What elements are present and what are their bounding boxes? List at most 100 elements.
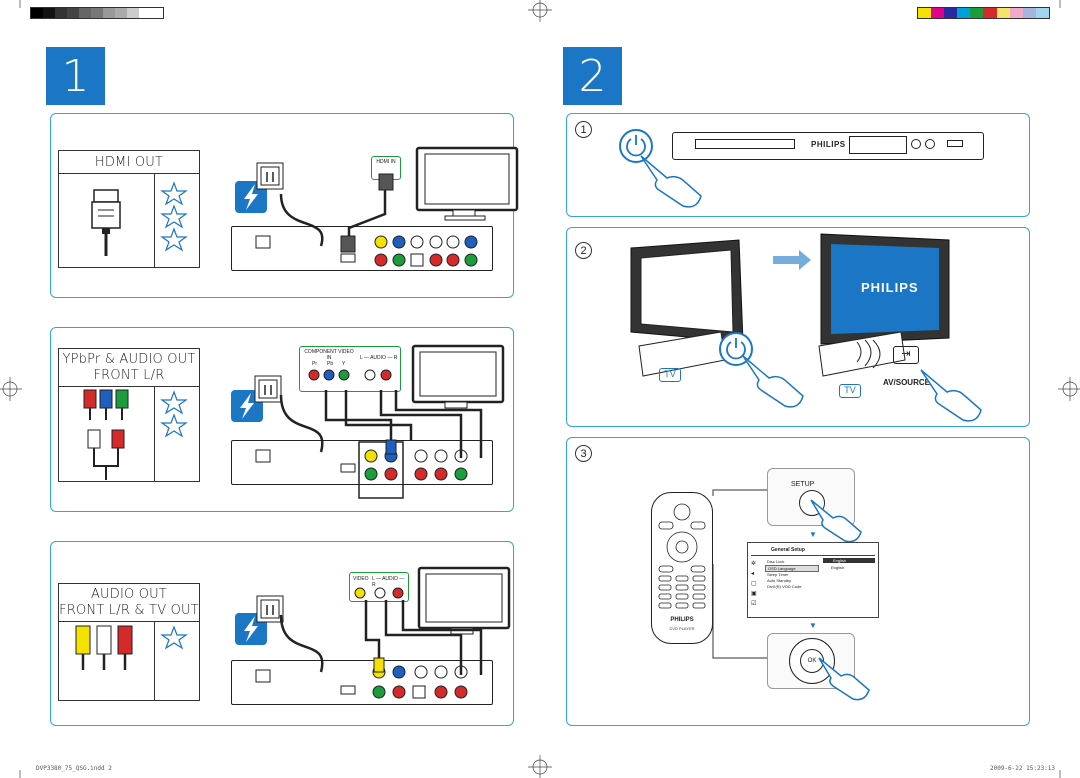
wall-socket-icon-2 xyxy=(254,375,282,403)
remote-brand: PHILIPS xyxy=(670,617,694,623)
menu-option-selected[interactable]: English xyxy=(823,558,875,563)
source-input-icon[interactable]: ⇥ xyxy=(893,346,919,364)
callout-lines xyxy=(712,489,767,659)
panel-hdmi-connection: HDMI OUT HDMI IN xyxy=(50,113,519,298)
tv-icon xyxy=(415,146,519,221)
substep-1-badge: 1 xyxy=(575,121,592,138)
hand-pointer-icon xyxy=(640,155,702,208)
component-video-in-label: COMPONENT VIDEO IN xyxy=(304,349,354,361)
tv-icon-2 xyxy=(411,344,505,409)
hdmi-cable xyxy=(279,173,394,253)
step-2-badge: 2 xyxy=(563,47,622,105)
color-swatch xyxy=(957,8,971,18)
tv-button[interactable]: TV xyxy=(659,368,681,382)
setup-button-callout xyxy=(767,468,855,526)
composite-video-label: VIDEO xyxy=(353,576,369,582)
tv-button-2[interactable]: TV xyxy=(839,384,861,398)
tv-screen-brand: PHILIPS xyxy=(861,280,919,295)
player-back-panel-2 xyxy=(231,440,493,485)
component-pb-label: Pb xyxy=(327,361,334,367)
setup-menu-title: General Setup xyxy=(771,547,805,553)
bolt-glyph-icon xyxy=(244,184,258,210)
back-panel-connectors-3 xyxy=(255,665,468,699)
player-display xyxy=(849,136,907,154)
arrow-down-icon-2: ▼ xyxy=(809,621,817,630)
calibration-bar-colors xyxy=(917,7,1050,19)
calibration-bar-grays xyxy=(30,7,164,19)
hand-pointer-icon-2 xyxy=(742,355,804,408)
component-label-box: YPbPr & AUDIO OUT FRONT L/R xyxy=(58,348,200,482)
component-audio-label: L — AUDIO — R xyxy=(360,355,398,361)
wall-socket-icon xyxy=(256,162,284,190)
menu-item-osd-language[interactable]: OSD Language xyxy=(765,565,819,572)
panel-component-connection: YPbPr & AUDIO OUT FRONT L/R COMPONENT VI… xyxy=(50,327,514,512)
component-pr-label: Pr xyxy=(312,361,317,367)
tv-icon-3 xyxy=(417,566,511,635)
component-title-line1: YPbPr & AUDIO OUT xyxy=(62,352,196,367)
panel-composite-connection: AUDIO OUT FRONT L/R & TV OUT VIDEO L — A… xyxy=(50,541,514,726)
power-icon xyxy=(626,135,646,157)
quality-stars-icon xyxy=(160,181,188,252)
composite-title-line1: AUDIO OUT xyxy=(90,587,168,602)
substep-3-badge: 3 xyxy=(575,445,592,462)
power-icon-2 xyxy=(726,338,746,360)
menu-item-divx-code[interactable]: DivX(R) VOD Code xyxy=(767,584,802,589)
panel-power-on-player: 1 PHILIPS xyxy=(566,113,1030,217)
composite-input-panel: VIDEO L — AUDIO — R xyxy=(349,572,409,602)
hand-pointer-icon-3 xyxy=(920,369,982,422)
menu-item-sleep-timer[interactable]: Sleep Timer xyxy=(767,572,789,577)
player-power-button[interactable] xyxy=(619,129,653,163)
quality-stars-icon-2 xyxy=(160,390,188,438)
color-swatch xyxy=(931,8,945,18)
player-disc-tray xyxy=(695,139,795,149)
color-swatch xyxy=(944,8,958,18)
arrow-down-icon: ▼ xyxy=(809,530,817,539)
component-input-panel: COMPONENT VIDEO IN L — AUDIO — R Pr Pb Y xyxy=(299,346,401,392)
tv-remote-icon-2 xyxy=(818,331,906,377)
back-panel-connectors xyxy=(255,235,478,267)
panel-turn-on-tv: 2 PHILIPS TV TV ⇥ AV/SOURCE xyxy=(566,227,1030,427)
color-swatch xyxy=(996,8,1010,18)
setup-menu-divider xyxy=(751,555,875,556)
rca-plugs-component-icon xyxy=(83,389,129,480)
substep-2-badge: 2 xyxy=(575,242,592,259)
composite-audio-label: L — AUDIO — R xyxy=(372,576,405,588)
component-jacks xyxy=(308,369,392,381)
av-source-button[interactable]: AV/SOURCE xyxy=(883,378,930,387)
composite-jacks xyxy=(354,587,404,599)
menu-option[interactable]: English xyxy=(831,565,845,570)
footer-timestamp: 2009-6-22 15:23:13 xyxy=(990,765,1056,772)
footer-file-name: DVP3380_75_QSG.indd 2 xyxy=(36,765,112,772)
player-play-icon xyxy=(925,139,935,149)
dvd-player-front xyxy=(672,132,984,160)
hand-pointer-icon-5 xyxy=(818,657,870,701)
tv-on-icon xyxy=(820,233,950,345)
component-y-label: Y xyxy=(342,361,346,367)
menu-icons-column: ✲◂▢▣☑ xyxy=(751,561,757,607)
remote-model: DVD PLAYER xyxy=(669,626,695,631)
color-swatch xyxy=(1009,8,1023,18)
setup-button[interactable]: SETUP xyxy=(791,481,815,488)
color-swatch xyxy=(1035,8,1049,18)
composite-cables xyxy=(279,600,483,675)
setup-menu-screen xyxy=(747,542,879,618)
hdmi-label-box: HDMI OUT xyxy=(58,150,200,268)
component-cables xyxy=(279,390,483,458)
player-back-panel-3 xyxy=(231,660,493,705)
hand-pointer-icon-4 xyxy=(810,499,862,543)
rca-plugs-composite-icon xyxy=(75,625,133,670)
color-swatch xyxy=(918,8,932,18)
wall-socket-icon-3 xyxy=(256,595,284,623)
color-swatch xyxy=(983,8,997,18)
color-swatch xyxy=(1022,8,1036,18)
signal-waves-icon xyxy=(856,339,881,369)
bolt-glyph-icon-2 xyxy=(240,393,254,419)
panel-setup-menu: 3 PHILIPS DVD PLAYER SETUP ▼ General Set… xyxy=(566,437,1030,726)
hdmi-in-label: HDMI IN xyxy=(376,159,396,165)
menu-item-auto-standby[interactable]: Auto Standby xyxy=(767,578,792,583)
hdmi-plug-icon xyxy=(91,189,121,256)
component-title-line2: FRONT L/R xyxy=(93,368,165,383)
menu-item-disc-lock[interactable]: Disc Lock xyxy=(767,559,785,564)
hdmi-out-title: HDMI OUT xyxy=(94,155,164,170)
